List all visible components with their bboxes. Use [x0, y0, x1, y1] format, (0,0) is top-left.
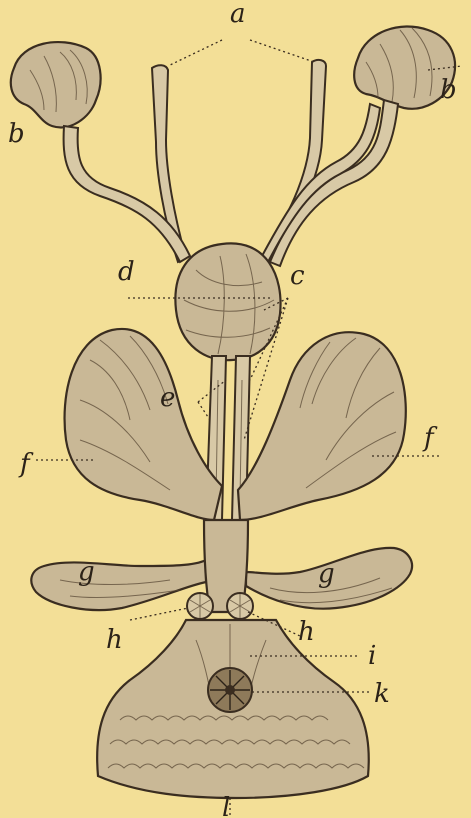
label-h-right: h	[298, 617, 315, 647]
label-f-right: f	[422, 423, 438, 453]
rosette-k	[208, 668, 252, 712]
label-f-left: f	[18, 449, 34, 479]
label-a: a	[230, 0, 246, 29]
central-sac	[175, 243, 280, 360]
label-i: i	[368, 641, 376, 671]
label-h-left: h	[106, 625, 123, 655]
tube-ends-a	[152, 60, 326, 262]
left-lobe-g	[31, 560, 206, 610]
left-gland-f	[65, 329, 222, 520]
label-d: d	[118, 257, 135, 287]
label-e: e	[160, 383, 175, 413]
label-g-right: g	[318, 559, 335, 589]
left-ovary	[11, 42, 101, 127]
label-b-left: b	[8, 119, 25, 149]
label-c: c	[290, 261, 305, 291]
label-b-right: b	[440, 75, 457, 105]
label-g-left: g	[78, 557, 95, 587]
right-gland-f	[238, 332, 406, 520]
oviducts	[64, 100, 398, 266]
label-k: k	[374, 679, 390, 709]
label-l: l	[222, 793, 230, 818]
